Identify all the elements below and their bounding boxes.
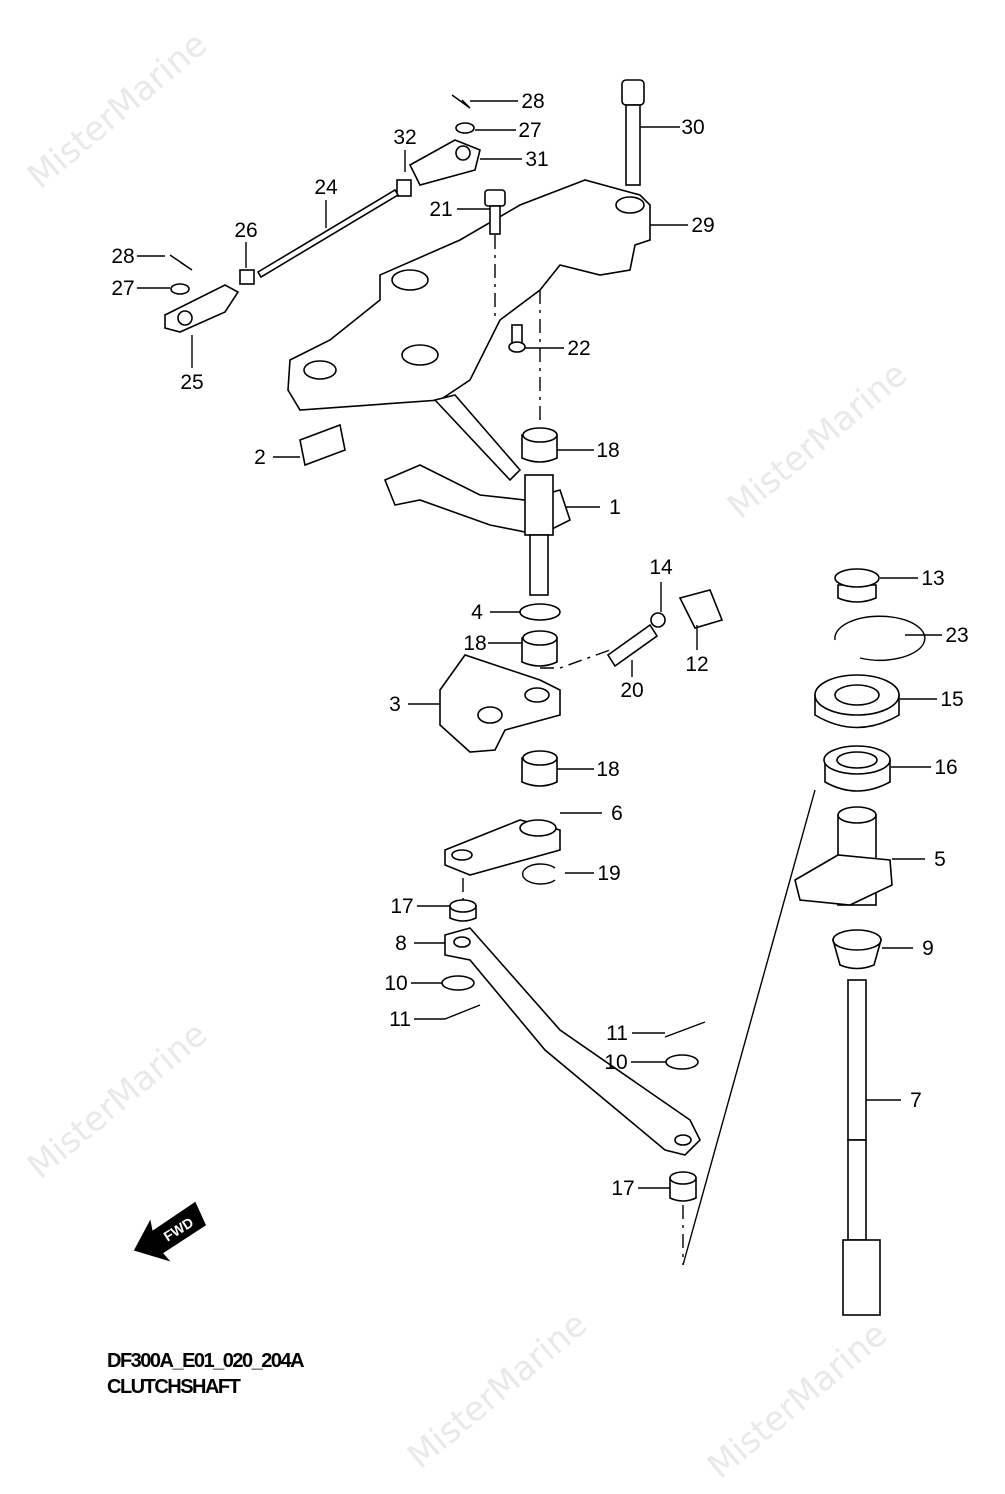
diagram-code: DF300A_E01_020_204A: [107, 1350, 305, 1372]
callout-26: 26: [234, 219, 258, 268]
callout-6: 6: [560, 802, 623, 825]
callout-15: 15: [900, 688, 964, 711]
part-number-label: 30: [681, 116, 704, 139]
part-number-label: 1: [609, 496, 621, 519]
callout-22: 22: [525, 337, 591, 360]
part-number-label: 12: [685, 653, 708, 676]
callout-14: 14: [649, 556, 673, 612]
callout-20: 20: [620, 660, 644, 702]
callout-2: 2: [254, 446, 300, 469]
part-number-label: 16: [934, 756, 957, 779]
part-number-label: 24: [314, 176, 338, 199]
part-number-label: 11: [389, 1008, 411, 1031]
part-number-label: 10: [384, 972, 407, 995]
part-number-label: 6: [611, 802, 623, 825]
callout-10: 10: [604, 1051, 666, 1074]
callout-24: 24: [314, 176, 338, 228]
callout-8: 8: [395, 932, 445, 955]
callout-13: 13: [880, 567, 945, 590]
part-number-label: 21: [429, 198, 452, 221]
part-number-label: 14: [649, 556, 673, 579]
part-number-label: 4: [471, 601, 483, 624]
callout-27: 27: [111, 277, 170, 300]
part-number-label: 18: [596, 758, 619, 781]
part-number-label: 7: [910, 1089, 922, 1112]
part-number-label: 32: [393, 126, 416, 149]
callout-5: 5: [892, 848, 946, 871]
part-number-label: 22: [567, 337, 590, 360]
part-drawings: FWD: [133, 79, 926, 1316]
part-number-label: 18: [596, 439, 619, 462]
part-number-label: 26: [234, 219, 257, 242]
part-number-label: 5: [934, 848, 946, 871]
part-number-label: 27: [518, 119, 541, 142]
part-number-label: 20: [620, 679, 643, 702]
watermark-text: MisterMarine: [720, 354, 915, 527]
watermark-text: MisterMarine: [400, 1304, 595, 1477]
callout-32: 32: [393, 126, 417, 172]
part-number-label: 23: [945, 624, 968, 647]
part-number-label: 31: [525, 148, 548, 171]
callout-27: 27: [475, 119, 542, 142]
part-number-label: 10: [604, 1051, 627, 1074]
callout-19: 19: [565, 862, 621, 885]
fwd-arrow-icon: [133, 1201, 207, 1262]
part-number-label: 3: [389, 693, 401, 716]
callout-9: 9: [882, 937, 934, 960]
callout-25: 25: [180, 335, 204, 394]
part-number-label: 15: [940, 688, 963, 711]
part-number-label: 11: [606, 1022, 628, 1045]
part-number-label: 29: [691, 214, 714, 237]
callout-30: 30: [640, 116, 705, 139]
watermark-text: MisterMarine: [20, 24, 215, 197]
part-number-label: 8: [395, 932, 407, 955]
callout-11: 11: [389, 1008, 445, 1031]
callout-17: 17: [390, 895, 450, 918]
callout-17: 17: [611, 1177, 670, 1200]
callout-3: 3: [389, 693, 440, 716]
part-number-label: 27: [111, 277, 134, 300]
callout-16: 16: [891, 756, 958, 779]
callout-28: 28: [470, 90, 545, 113]
part-29-bracket: [287, 179, 651, 411]
callout-21: 21: [429, 198, 490, 221]
callout-28: 28: [111, 245, 165, 268]
part-number-label: 9: [922, 937, 934, 960]
callout-29: 29: [650, 214, 715, 237]
callout-10: 10: [384, 972, 442, 995]
callout-11: 11: [606, 1022, 665, 1045]
part-number-label: 2: [254, 446, 266, 469]
callout-23: 23: [905, 624, 969, 647]
watermark-text: MisterMarine: [20, 1014, 215, 1187]
callout-18: 18: [557, 439, 620, 462]
part-number-label: 28: [521, 90, 544, 113]
part-number-label: 28: [111, 245, 134, 268]
callout-12: 12: [685, 625, 709, 676]
part-number-label: 17: [611, 1177, 634, 1200]
part-number-label: 17: [390, 895, 413, 918]
callout-7: 7: [866, 1089, 922, 1112]
diagram-title: CLUTCHSHAFT: [107, 1376, 241, 1398]
part-number-label: 25: [180, 371, 203, 394]
callout-4: 4: [471, 601, 520, 624]
part-number-label: 18: [463, 632, 486, 655]
callout-1: 1: [565, 496, 621, 519]
part-number-label: 19: [597, 862, 620, 885]
callout-18: 18: [557, 758, 620, 781]
watermark-text: MisterMarine: [700, 1314, 895, 1487]
part-number-label: 13: [921, 567, 944, 590]
callout-31: 31: [480, 148, 549, 171]
callout-18: 18: [463, 632, 522, 655]
